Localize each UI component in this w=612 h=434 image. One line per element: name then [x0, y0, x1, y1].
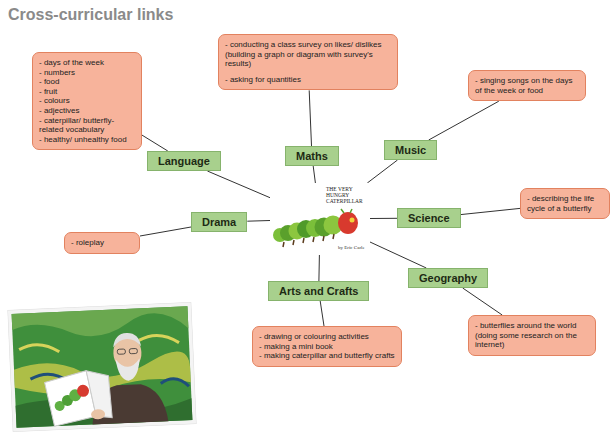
- book-title: THE VERY HUNGRY CATERPILLAR: [326, 186, 368, 204]
- note-text: - singing songs on the days of the week …: [475, 76, 579, 95]
- connector-line: [207, 171, 270, 198]
- book-cover: THE VERY HUNGRY CATERPILLAR by Eric Carle: [270, 183, 370, 255]
- connector-line: [429, 101, 499, 140]
- subject-box: Arts and Crafts: [268, 281, 369, 301]
- note-box: - drawing or colouring activities- makin…: [252, 326, 402, 367]
- diagram-title: Cross-curricular links: [8, 6, 173, 24]
- note-text: - drawing or colouring activities: [259, 332, 395, 342]
- note-text: - numbers: [39, 68, 135, 78]
- subject-label: Maths: [296, 150, 328, 162]
- note-box: - singing songs on the days of the week …: [468, 70, 586, 101]
- note-text: - colours: [39, 96, 135, 106]
- subject-box: Geography: [408, 268, 488, 288]
- note-text: - days of the week: [39, 58, 135, 68]
- subject-label: Science: [408, 212, 450, 224]
- connector-line: [370, 218, 397, 219]
- note-text: - making a mini book: [259, 342, 395, 352]
- connector-line: [461, 208, 520, 214]
- connector-line: [318, 255, 320, 281]
- connector-line: [247, 220, 270, 222]
- note-box: - conducting a class survey on likes/ di…: [218, 34, 398, 90]
- subject-box: Drama: [191, 212, 247, 232]
- subject-box: Language: [147, 151, 221, 171]
- connector-line: [309, 90, 311, 146]
- subject-label: Music: [395, 144, 426, 156]
- note-text: - butterflies around the world (doing so…: [475, 321, 589, 350]
- connector-line: [313, 166, 315, 183]
- note-text: - describing the life cycle of a butterf…: [527, 194, 603, 213]
- subject-box: Maths: [285, 146, 339, 166]
- subject-label: Geography: [419, 272, 477, 284]
- note-box: - days of the week- numbers- food- fruit…: [32, 52, 142, 150]
- subject-label: Arts and Crafts: [279, 285, 358, 297]
- note-text: - caterpillar/ butterfly-related vocabul…: [39, 116, 135, 135]
- book-author: by Eric Carle: [338, 245, 370, 250]
- note-text: - making caterpillar and butterfly craft…: [259, 351, 395, 361]
- connector-line: [140, 227, 191, 236]
- note-box: - describing the life cycle of a butterf…: [520, 188, 610, 219]
- note-text: - conducting a class survey on likes/ di…: [225, 40, 391, 69]
- note-text: - fruit: [39, 87, 135, 97]
- author-photo: [7, 302, 196, 432]
- note-text: - asking for quantities: [225, 75, 391, 85]
- connector-line: [142, 135, 168, 151]
- note-text: - adjectives: [39, 106, 135, 116]
- connector-line: [367, 160, 397, 183]
- note-box: - roleplay: [64, 232, 140, 254]
- note-text: - healthy/ unhealthy food: [39, 135, 135, 145]
- caterpillar-illustration: [270, 183, 370, 255]
- subject-box: Science: [397, 208, 461, 228]
- connector-line: [370, 242, 426, 268]
- note-text: - roleplay: [71, 238, 133, 248]
- subject-label: Language: [158, 155, 210, 167]
- connector-line: [463, 288, 503, 315]
- subject-label: Drama: [202, 216, 236, 228]
- connector-line: [320, 301, 324, 326]
- subject-box: Music: [384, 140, 437, 160]
- note-text: - food: [39, 77, 135, 87]
- note-box: - butterflies around the world (doing so…: [468, 315, 596, 356]
